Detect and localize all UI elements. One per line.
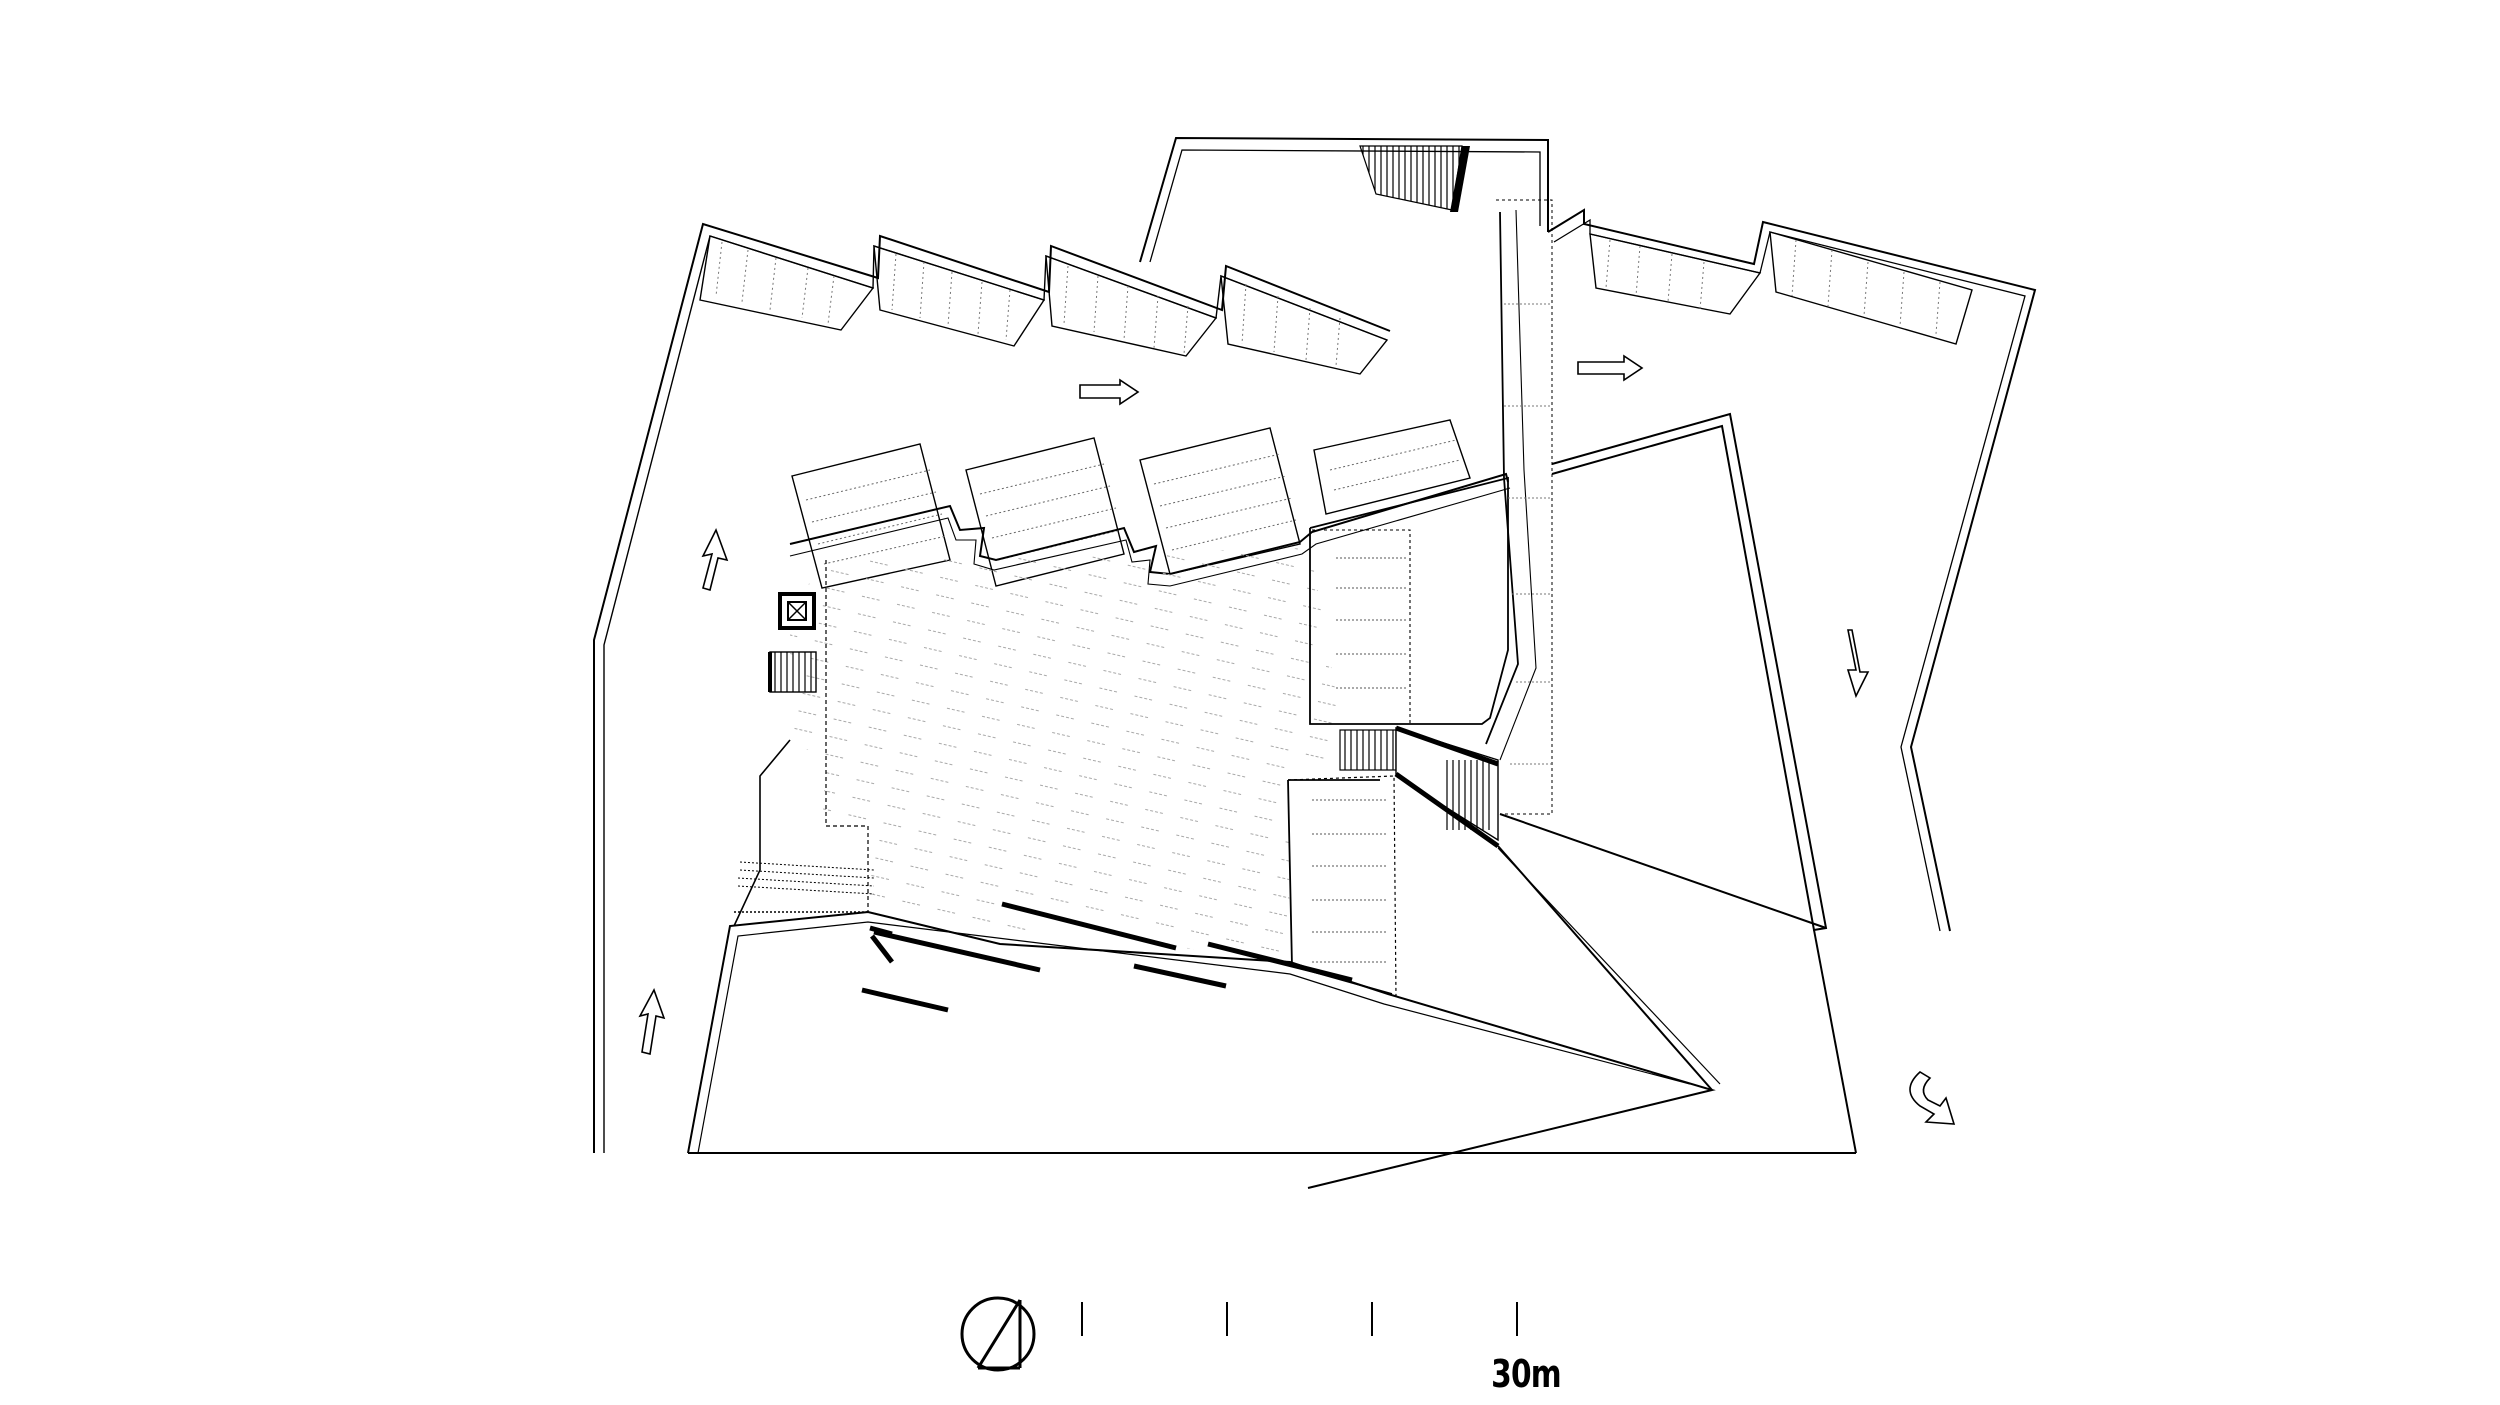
south-west-block <box>687 910 1857 1189</box>
north-tower-wall <box>1139 136 1549 263</box>
north-arrow-icon <box>960 1296 1036 1372</box>
stair-icon <box>768 651 817 693</box>
central-seating-area <box>733 548 1346 960</box>
seating-hatch <box>790 548 1346 960</box>
grand-stair <box>1339 725 1500 849</box>
scale-bar-ticks <box>1081 1302 1518 1336</box>
central-hall <box>1309 476 1509 725</box>
bleacher-steps <box>737 861 875 895</box>
u-turn-arrow-icon <box>1909 1071 1956 1125</box>
east-inner-wall <box>1497 412 1828 1091</box>
top-stair <box>1359 145 1470 212</box>
direction-arrow-icon <box>638 354 1870 1055</box>
south-central-box <box>1287 775 1397 999</box>
stall-markings-south-box <box>1312 799 1388 963</box>
seating-boundary <box>825 560 869 912</box>
outer-wall-east <box>1547 208 2037 932</box>
parking-stalls-middle <box>805 439 1461 565</box>
parking-markings-south <box>861 901 1353 1013</box>
corridor-ticks <box>1504 303 1552 765</box>
scale-bar-label: 30m <box>1491 1352 1562 1396</box>
elevator-icon <box>778 592 816 630</box>
stall-markings-hall <box>1336 557 1408 689</box>
parking-block-row-north <box>699 231 1973 375</box>
corridor-north-south <box>1485 199 1553 815</box>
parking-stalls-north <box>715 239 1941 367</box>
